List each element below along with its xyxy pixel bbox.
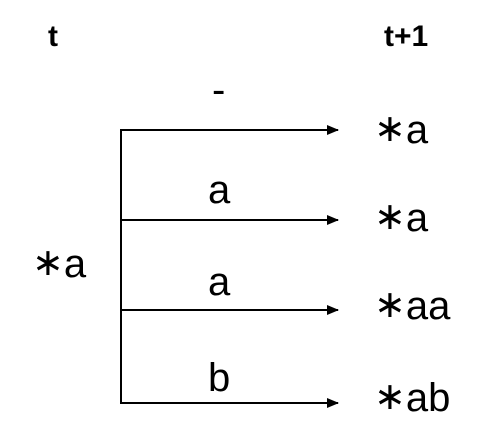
target-node-3: ∗aa	[374, 284, 451, 328]
target-3-asterisk: ∗	[374, 282, 406, 326]
edge-label-1: -	[212, 68, 226, 112]
target-2-asterisk: ∗	[374, 194, 406, 238]
source-label: a	[63, 242, 87, 286]
target-2-label: a	[405, 196, 429, 240]
edge-label-3: a	[208, 260, 231, 304]
header-time-t-plus-1: t+1	[384, 20, 429, 53]
target-1-asterisk: ∗	[374, 106, 406, 150]
source-node: ∗a	[32, 242, 87, 286]
target-4-label: ab	[405, 376, 451, 420]
target-node-4: ∗ab	[374, 376, 451, 420]
target-1-label: a	[405, 108, 429, 152]
target-4-asterisk: ∗	[374, 374, 406, 418]
target-node-2: ∗a	[374, 196, 429, 240]
source-asterisk: ∗	[32, 240, 64, 284]
target-node-1: ∗a	[374, 108, 429, 152]
target-3-label: aa	[405, 284, 451, 328]
edge-label-4: b	[208, 356, 231, 400]
edge-label-2: a	[208, 168, 231, 212]
header-time-t: t	[48, 20, 58, 53]
